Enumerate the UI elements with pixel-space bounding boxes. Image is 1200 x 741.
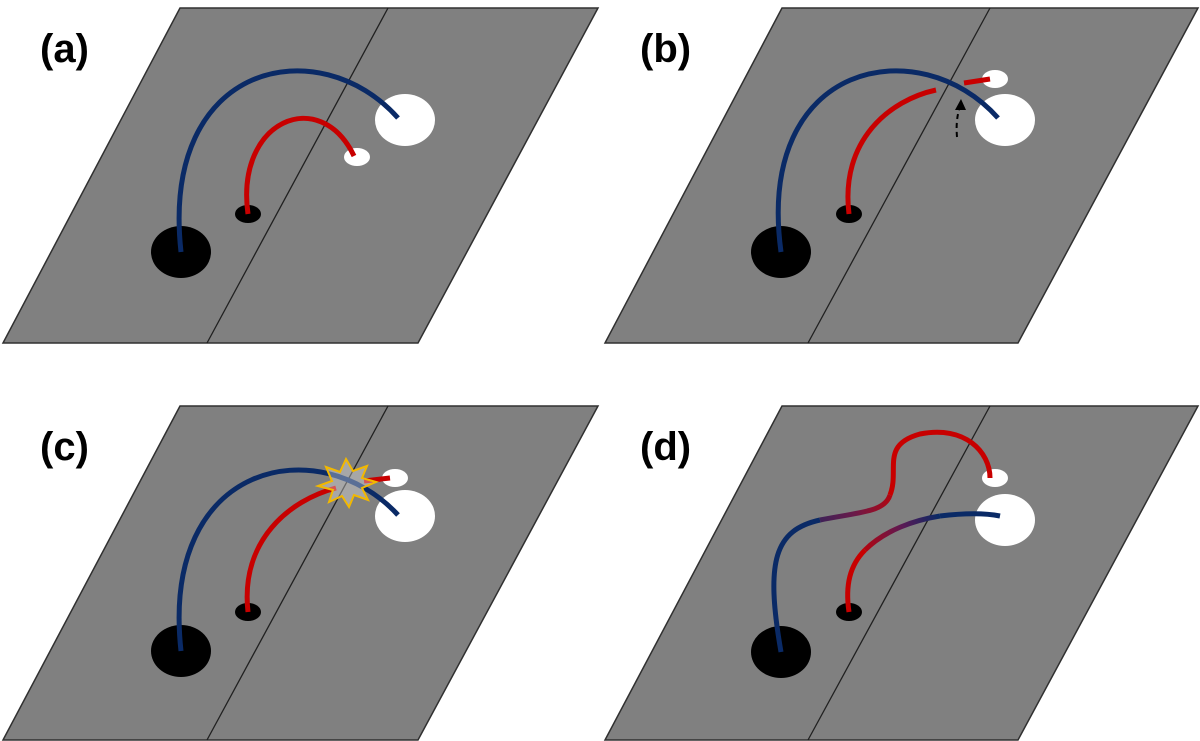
inner-loop-footpoint-segment bbox=[963, 76, 991, 86]
panel-d: (d) bbox=[603, 405, 1200, 741]
reconnected-loop-long-blue bbox=[771, 517, 821, 653]
positive-spot-small bbox=[982, 469, 1008, 487]
positive-spot-small bbox=[382, 469, 408, 487]
panel-label: (c) bbox=[40, 425, 89, 469]
panel-c: (c) bbox=[1, 405, 600, 741]
positive-spot-small bbox=[982, 70, 1008, 88]
positive-spot-large bbox=[375, 490, 435, 542]
reconnected-loop-short-red bbox=[845, 548, 867, 613]
reconnected-loop-short-blue bbox=[939, 511, 1001, 519]
reconnected-loop-long-mid bbox=[819, 494, 893, 523]
photosphere-plane bbox=[1, 7, 600, 344]
panel-label: (d) bbox=[640, 425, 691, 469]
outer-loop bbox=[176, 68, 400, 253]
inner-loop bbox=[244, 485, 337, 613]
panel-b: (b) bbox=[603, 7, 1200, 344]
polarity-inversion-line bbox=[206, 405, 389, 741]
arrow-head-icon bbox=[955, 99, 966, 110]
photosphere-plane bbox=[1, 405, 600, 741]
outer-loop bbox=[176, 467, 400, 652]
inner-loop bbox=[845, 87, 937, 215]
polarity-inversion-line bbox=[807, 405, 991, 741]
polarity-inversion-line bbox=[807, 7, 991, 344]
reconnected-loop-long-red bbox=[887, 429, 993, 496]
reconnected-loop-short-mid bbox=[863, 513, 941, 552]
photosphere-plane bbox=[603, 7, 1200, 344]
photosphere-plane bbox=[603, 405, 1200, 741]
panel-label: (a) bbox=[40, 27, 89, 71]
positive-spot-large bbox=[975, 494, 1035, 546]
positive-spot-small bbox=[344, 148, 370, 166]
outer-loop bbox=[775, 68, 1000, 253]
reconnection-flare-icon bbox=[314, 456, 379, 510]
polarity-inversion-line bbox=[206, 7, 389, 344]
panel-a: (a) bbox=[1, 7, 600, 344]
panel-label: (b) bbox=[640, 27, 691, 71]
inner-loop bbox=[244, 115, 357, 215]
